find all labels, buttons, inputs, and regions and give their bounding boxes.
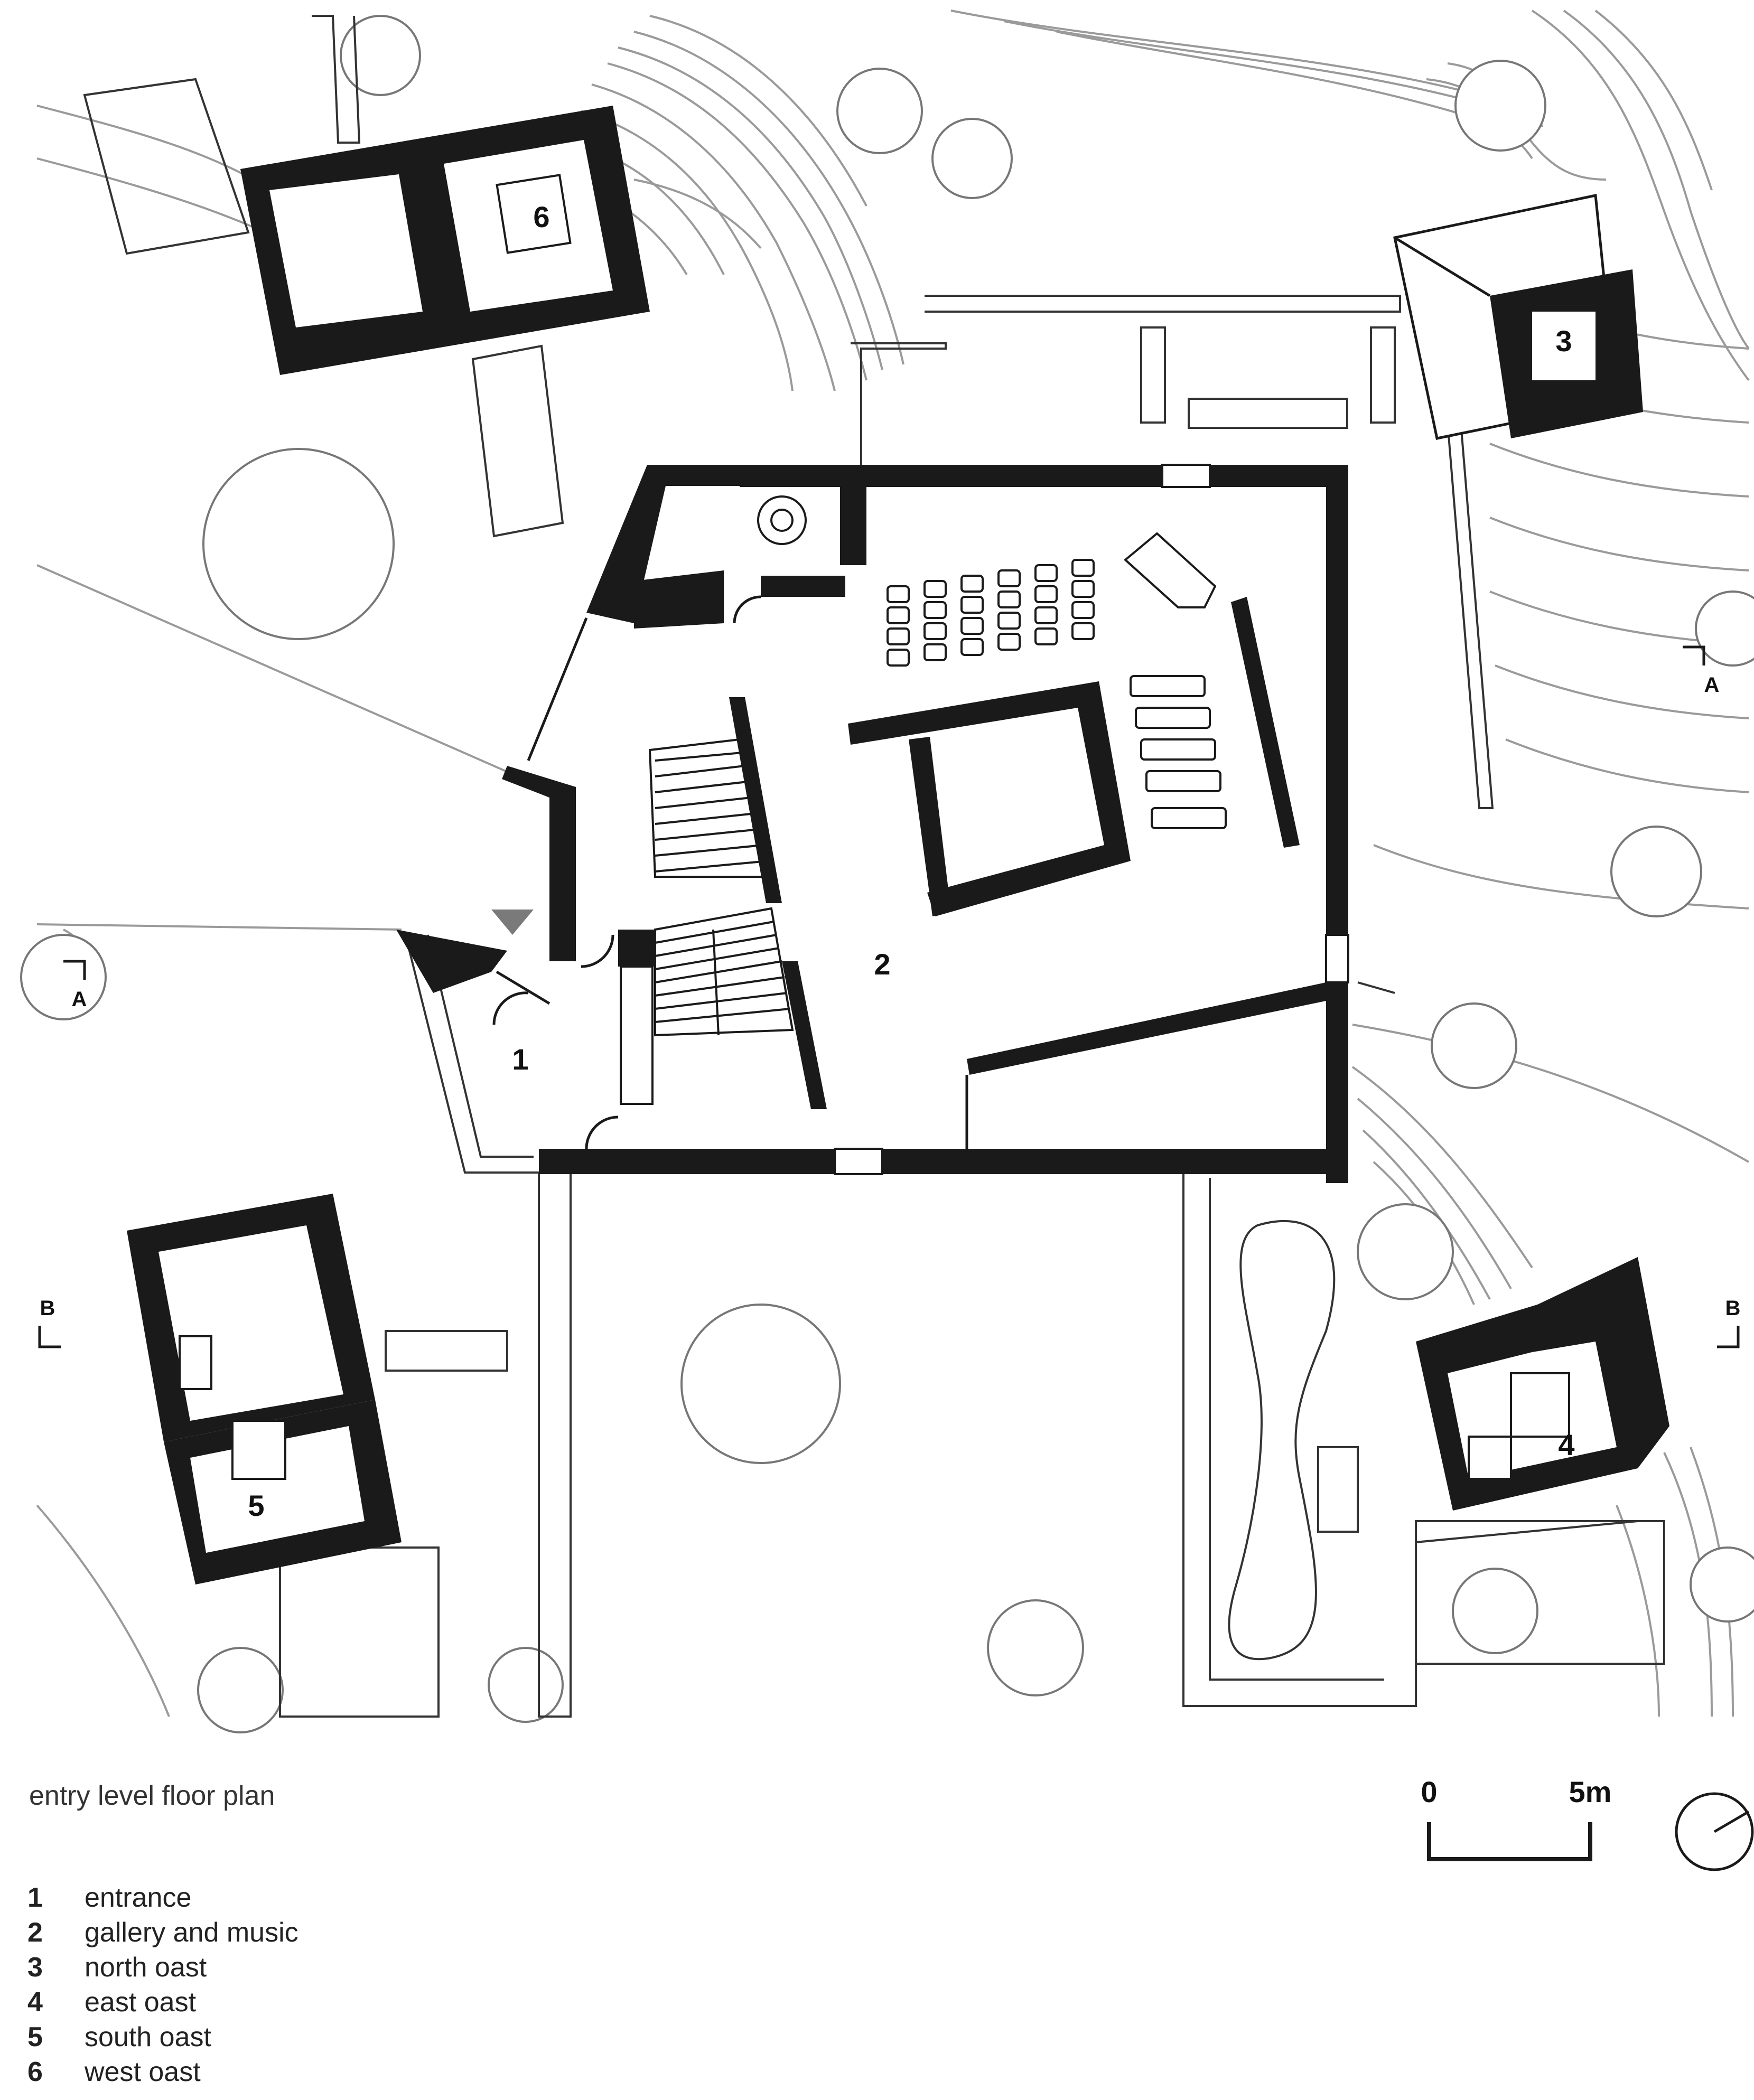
tree <box>931 118 1013 199</box>
legend-number: 6 <box>27 2057 43 2087</box>
entrance-arrow <box>491 910 534 935</box>
section-label-b-west: B <box>40 1297 55 1320</box>
tree <box>1695 590 1754 667</box>
wall <box>740 465 1347 487</box>
room-label-2: 2 <box>874 948 890 981</box>
section-label-a-west: A <box>72 988 87 1011</box>
section-label-a-east: A <box>1704 673 1720 697</box>
legend-number: 4 <box>27 1987 43 2018</box>
wall <box>782 961 827 1109</box>
legend-item: 4 east oast <box>27 1985 298 2020</box>
legend-item: 2 gallery and music <box>27 1915 298 1950</box>
legend-label: north oast <box>85 1952 207 1983</box>
legend-label: gallery and music <box>85 1917 298 1948</box>
planter <box>471 344 564 538</box>
window <box>1161 464 1211 488</box>
wall <box>1326 465 1348 1183</box>
tree <box>197 1647 284 1733</box>
tree <box>680 1304 841 1464</box>
legend-item: 6 west oast <box>27 2055 298 2089</box>
window <box>1325 934 1349 983</box>
room-label-5: 5 <box>248 1489 264 1522</box>
legend-item: 1 entrance <box>27 1880 298 1915</box>
glazing-lines <box>492 595 968 1149</box>
scale-bar <box>1427 1822 1592 1861</box>
wall <box>1247 982 1326 1011</box>
site-paths <box>83 15 1665 1718</box>
wall <box>502 766 576 961</box>
section-marker-a-west <box>63 960 86 980</box>
wall <box>840 486 866 565</box>
terrace <box>279 1546 440 1718</box>
seating <box>887 532 1227 829</box>
wall <box>909 737 951 916</box>
room-label-6: 6 <box>533 200 549 233</box>
section-marker-a-east <box>1683 645 1705 665</box>
legend: 1 entrance 2 gallery and music 3 north oast… <box>27 1880 298 2089</box>
wall <box>539 1149 1347 1174</box>
window <box>834 1148 883 1175</box>
main-building <box>396 465 1348 1183</box>
tree <box>1452 1568 1538 1654</box>
wall <box>761 576 845 597</box>
legend-item: 5 south oast <box>27 2020 298 2055</box>
north-arrow-icon <box>1675 1792 1754 1871</box>
section-marker-b-east <box>1717 1326 1740 1348</box>
wall <box>1231 597 1300 848</box>
main-stair <box>648 495 807 1037</box>
legend-number: 3 <box>27 1952 43 1983</box>
legend-number: 5 <box>27 2022 43 2052</box>
planter <box>1140 326 1166 424</box>
tree <box>1610 826 1702 917</box>
site-trees <box>20 15 1754 1733</box>
legend-label: east oast <box>85 1987 197 2018</box>
window <box>620 965 654 1105</box>
legend-label: south oast <box>85 2022 211 2052</box>
planter <box>1188 398 1348 429</box>
room-label-4: 4 <box>1558 1428 1574 1461</box>
wall <box>586 465 740 623</box>
room-label-1: 1 <box>512 1043 528 1076</box>
oast-3 <box>1393 193 1643 440</box>
scale-label-start: 0 <box>1421 1775 1437 1808</box>
planter <box>385 1330 508 1372</box>
tree <box>20 934 107 1020</box>
tree <box>836 68 923 154</box>
planter <box>1370 326 1396 424</box>
tree <box>1454 60 1546 152</box>
oast-4 <box>1416 1257 1669 1511</box>
plan-caption: entry level floor plan <box>29 1780 275 1811</box>
scale-label-end: 5m <box>1569 1775 1612 1808</box>
legend-label: west oast <box>85 2057 201 2087</box>
oast-6 <box>240 106 650 375</box>
tree <box>340 15 421 96</box>
walkway <box>538 1171 572 1718</box>
wall <box>396 930 507 993</box>
legend-number: 2 <box>27 1917 43 1948</box>
terrace <box>1415 1520 1665 1665</box>
tree <box>202 448 395 640</box>
wall <box>729 697 782 903</box>
oast-5 <box>127 1194 402 1585</box>
tree <box>1690 1546 1754 1623</box>
main-building-windows <box>620 464 1349 1175</box>
section-marker-b-west <box>38 1326 61 1348</box>
legend-item: 3 north oast <box>27 1950 298 1985</box>
tree <box>1357 1203 1454 1300</box>
legend-number: 1 <box>27 1882 43 1913</box>
legend-label: entrance <box>85 1882 192 1913</box>
wall <box>634 570 724 629</box>
wall <box>848 681 1131 916</box>
tree <box>1431 1002 1517 1089</box>
section-label-b-east: B <box>1725 1297 1741 1320</box>
tree <box>987 1599 1084 1696</box>
tree <box>488 1647 564 1723</box>
planter <box>1317 1446 1359 1533</box>
wall <box>967 982 1326 1075</box>
room-label-3: 3 <box>1555 324 1572 358</box>
piano <box>1123 532 1217 608</box>
wall <box>618 930 655 967</box>
